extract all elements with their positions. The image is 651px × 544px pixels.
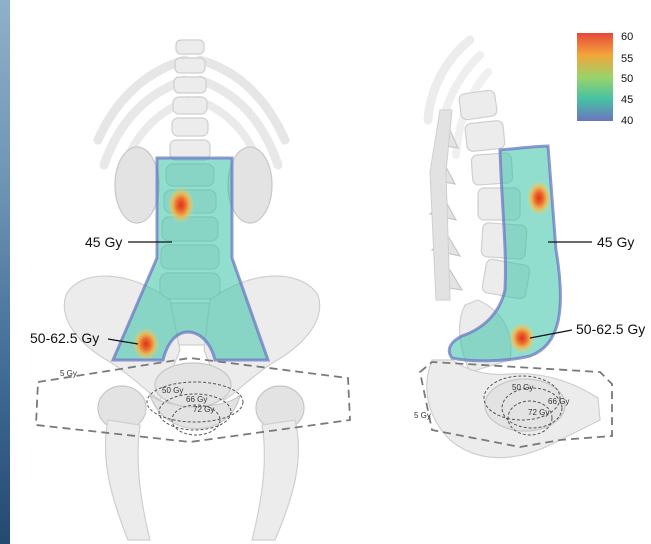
front-72gy-label: 72 Gy <box>193 405 214 414</box>
left-kidney <box>115 147 159 223</box>
side-66gy-label: 66 Gy <box>548 397 569 406</box>
side-50gy-label: 50 Gy <box>512 383 533 392</box>
side-5gy-label: 5 Gy <box>414 411 431 420</box>
front-upper-hotspot <box>168 187 194 223</box>
colorbar-tick-60: 60 <box>621 31 633 43</box>
dose-colorbar: 60 55 50 45 40 <box>577 31 633 127</box>
colorbar-tick-55: 55 <box>621 53 633 65</box>
side-72gy-label: 72 Gy <box>528 408 549 417</box>
side-upper-hotspot <box>527 181 551 215</box>
front-50gy-label: 50 Gy <box>162 386 183 395</box>
front-boost-label: 50-62.5 Gy <box>30 330 99 346</box>
front-45gy-label: 45 Gy <box>85 234 122 250</box>
side-45gy-label: 45 Gy <box>597 234 634 250</box>
colorbar-tick-50: 50 <box>621 73 633 85</box>
front-5gy-label: 5 Gy <box>60 369 77 378</box>
front-view: 45 Gy 50-62.5 Gy 5 Gy 50 Gy 66 Gy 72 Gy <box>30 40 350 540</box>
colorbar-tick-40: 40 <box>621 115 633 127</box>
colorbar-tick-45: 45 <box>621 94 633 106</box>
right-kidney <box>228 147 272 223</box>
side-boost-label: 50-62.5 Gy <box>576 321 645 337</box>
colorbar-gradient <box>577 33 613 121</box>
front-66gy-label: 66 Gy <box>186 395 207 404</box>
